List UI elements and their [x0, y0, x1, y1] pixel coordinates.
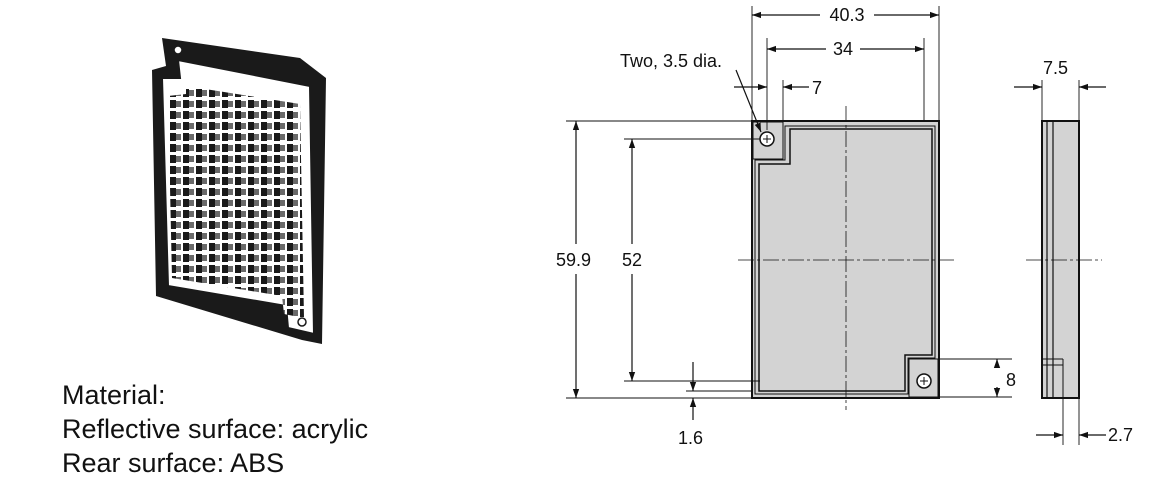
side-outline [1041, 120, 1080, 399]
label-hole-offset: 7 [812, 78, 822, 98]
label-hole-note: Two, 3.5 dia. [620, 51, 722, 71]
label-overall-height: 59.9 [556, 250, 591, 270]
hole-leader [735, 69, 762, 133]
front-view [738, 106, 956, 410]
mount-hole-bottom-icon [297, 317, 307, 327]
reflector-cube-field [168, 86, 304, 318]
front-inner-outline [758, 128, 933, 392]
reflector-illustration [152, 38, 326, 344]
material-reflective: Reflective surface: acrylic [62, 414, 369, 444]
label-inner-height: 52 [622, 250, 642, 270]
extension-lines [566, 6, 1012, 399]
dimension-lines [572, 11, 1001, 420]
mount-hole-top-icon [173, 45, 183, 55]
label-rear-depth: 2.7 [1108, 425, 1133, 445]
label-hole-edge: 8 [1006, 370, 1016, 390]
label-thickness: 7.5 [1043, 58, 1068, 78]
dimension-labels: 40.3 34 Two, 3.5 dia. 7 59.9 52 1.6 8 7.… [556, 5, 1133, 448]
label-overall-width: 40.3 [829, 5, 864, 25]
label-inner-width: 34 [833, 39, 853, 59]
front-outline [751, 120, 940, 399]
material-notes: Material: Reflective surface: acrylic Re… [62, 378, 368, 480]
side-view [1014, 80, 1106, 445]
label-bottom-offset: 1.6 [678, 428, 703, 448]
material-heading: Material: [62, 380, 166, 410]
material-rear: Rear surface: ABS [62, 448, 285, 478]
front-inner-outline-2 [754, 125, 936, 395]
